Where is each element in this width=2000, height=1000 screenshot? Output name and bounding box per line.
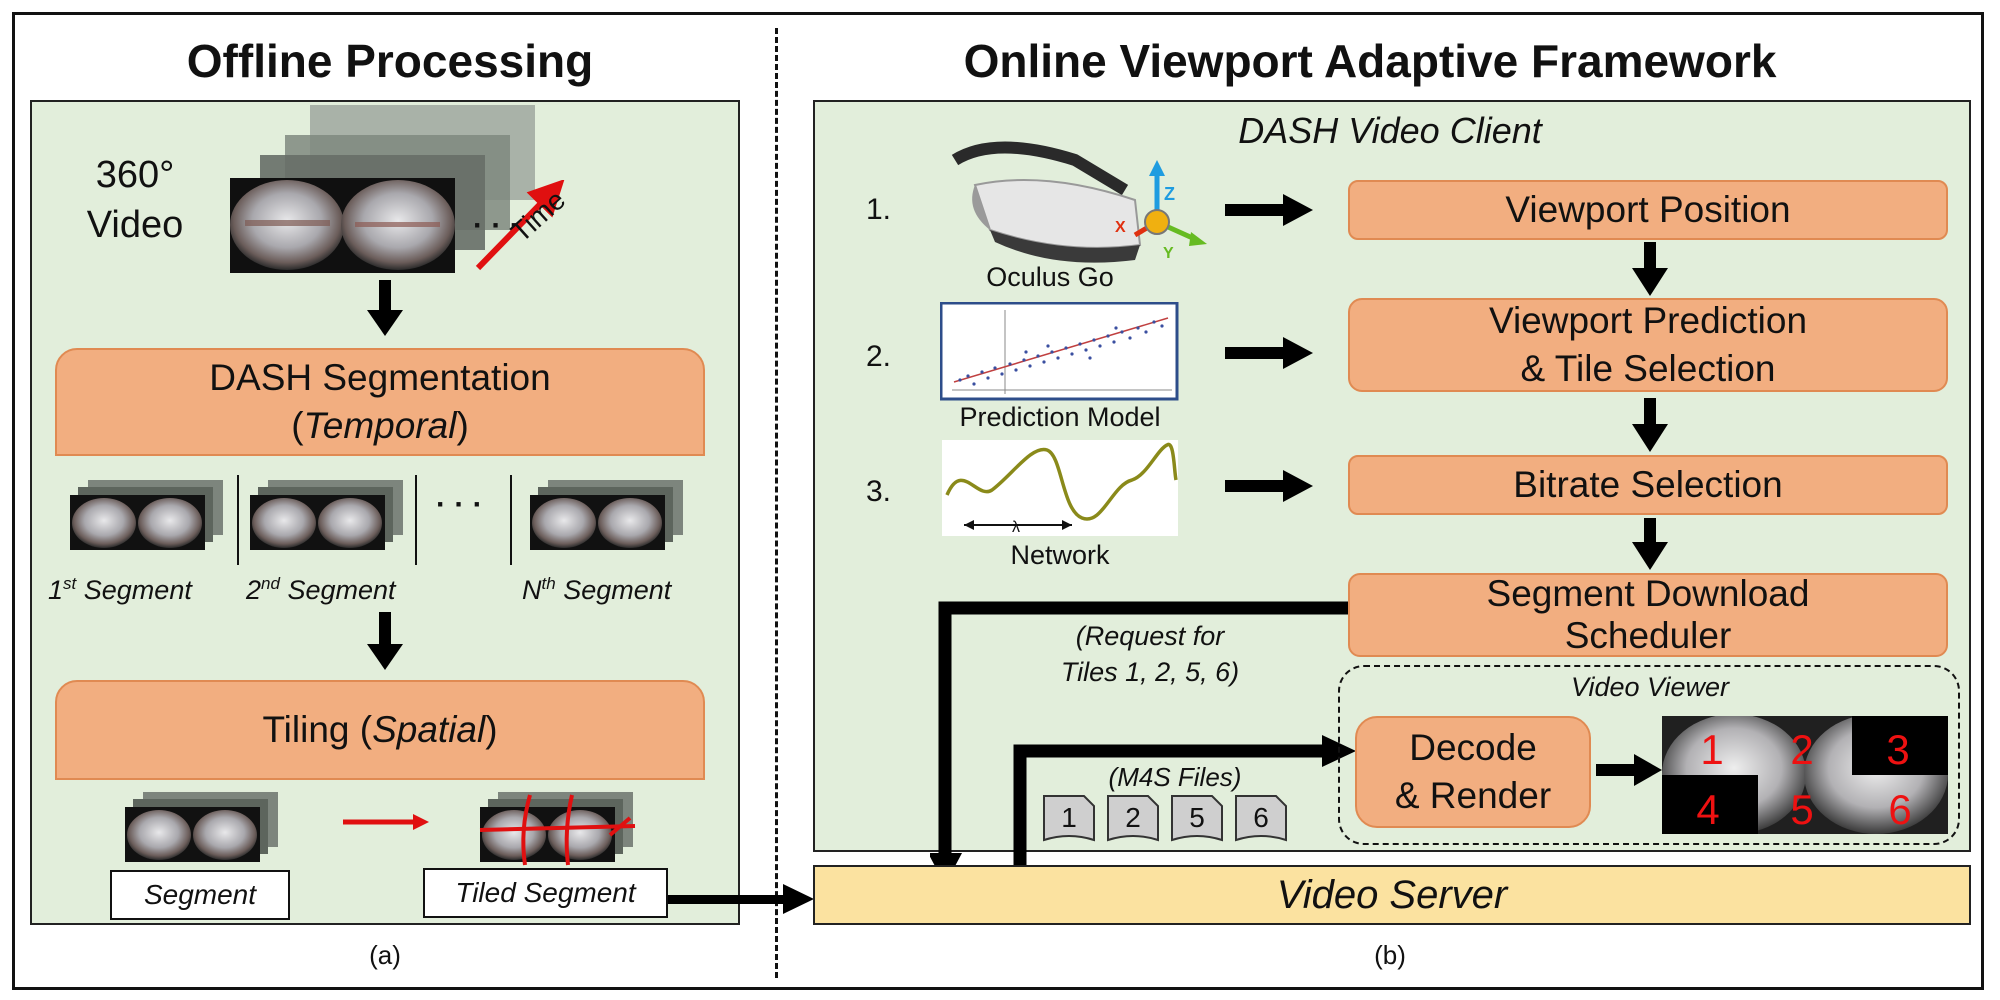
tiled-segment-box: Tiled Segment: [423, 868, 668, 918]
segment-dots: · · ·: [436, 488, 483, 521]
arrow-step2: [1225, 337, 1313, 369]
tiled-segment-thumb: [479, 792, 636, 866]
video-frames-stack: · · ·: [230, 105, 535, 273]
file-icon-5: [1171, 795, 1223, 842]
request-line1: (Request for: [1075, 621, 1225, 651]
axis-x-label: X: [1115, 219, 1126, 236]
bitrate-selection-box: Bitrate Selection: [1348, 455, 1948, 515]
file-label-1: 1: [1061, 802, 1077, 833]
segment-label-1: 1st Segment: [48, 574, 192, 605]
online-title: Online Viewport Adaptive Framework: [963, 35, 1777, 87]
arrow-to-tiles: [1596, 754, 1662, 786]
network-graph: λ: [942, 440, 1178, 536]
viewport-prediction-box: Viewport Prediction & Tile Selection: [1348, 298, 1948, 392]
decode-render-box: Decode & Render: [1355, 716, 1591, 828]
viewport-position-box: Viewport Position: [1348, 180, 1948, 240]
segment-label-n: Nth Segment: [522, 574, 672, 605]
tile-2: 2: [1790, 726, 1813, 773]
axis-y-label: Y: [1163, 245, 1174, 262]
prediction-model-plot: [940, 302, 1179, 401]
arrow-down-b: [1632, 398, 1668, 452]
section-divider: [775, 28, 778, 978]
segment-thumb-single: [125, 792, 278, 862]
axis-z-label: Z: [1164, 184, 1175, 204]
vr-headset-icon: Z X Y: [951, 141, 1207, 263]
segment-box: Segment: [110, 870, 290, 920]
offline-title: Offline Processing: [186, 35, 594, 87]
arrow-down-c: [1632, 518, 1668, 570]
scheduler-line1: Segment Download: [1486, 573, 1810, 614]
file-label-6: 6: [1253, 802, 1269, 833]
file-label-2: 2: [1125, 802, 1141, 833]
dash-seg-line2: (Temporal): [291, 402, 469, 450]
dash-segmentation-box: DASH Segmentation (Temporal): [55, 348, 705, 456]
step-2: 2.: [866, 340, 892, 373]
request-line2: Tiles 1, 2, 5, 6): [1060, 657, 1240, 687]
m4s-label: (M4S Files): [1108, 762, 1242, 792]
prediction-label: Prediction Model: [959, 402, 1161, 432]
step-3: 3.: [866, 475, 892, 508]
tile-5: 5: [1790, 786, 1813, 833]
m4s-files: 1 2 5 6: [1043, 795, 1287, 842]
step-1: 1.: [866, 193, 892, 226]
tile-6: 6: [1888, 786, 1911, 833]
video-viewer-title: Video Viewer: [1570, 672, 1730, 702]
down-arrow-1: [367, 280, 403, 336]
dash-seg-open: (: [291, 405, 304, 446]
video-label-line1: 360°: [95, 154, 175, 196]
arrow-step3: [1225, 470, 1313, 502]
tiling-thumbnails: [125, 792, 636, 866]
request-label: (Request for Tiles 1, 2, 5, 6): [1030, 618, 1270, 690]
down-arrow-2: [367, 612, 403, 670]
video-server-bar: Video Server: [813, 865, 1971, 925]
tiled-to-server-arrow: [668, 884, 814, 914]
oculus-label: Oculus Go: [986, 262, 1114, 292]
time-arrow: [475, 180, 565, 271]
file-label-5: 5: [1189, 802, 1205, 833]
tiling-label: Tiling (Spatial): [262, 709, 498, 750]
caption-a: (a): [369, 940, 401, 970]
file-icon-1: [1043, 795, 1095, 842]
file-icon-6: [1235, 795, 1287, 842]
segment-thumb-2: [250, 480, 403, 550]
dash-seg-italic: Temporal: [303, 405, 457, 446]
network-label: Network: [1010, 540, 1110, 570]
segment-thumb-n: [530, 480, 683, 550]
viewport-prediction-line2: & Tile Selection: [1520, 348, 1776, 389]
decode-line1: Decode: [1409, 727, 1537, 768]
tile-4: 4: [1696, 786, 1719, 833]
dash-seg-line1: DASH Segmentation: [209, 357, 551, 398]
caption-b: (b): [1374, 940, 1406, 970]
segment-thumbnails: [70, 475, 683, 565]
file-icon-2: [1107, 795, 1159, 842]
client-title: DASH Video Client: [1238, 110, 1542, 151]
decode-line2: & Render: [1394, 775, 1552, 816]
scheduler-line2: Scheduler: [1564, 615, 1732, 656]
tile-3: 3: [1886, 726, 1909, 773]
video-label: 360° Video: [70, 150, 200, 250]
video-label-line2: Video: [86, 204, 184, 246]
arrow-down-a: [1632, 242, 1668, 296]
tiled-frame: 1 2 3 4 5 6: [1662, 716, 1948, 834]
tile-1: 1: [1700, 726, 1723, 773]
dash-seg-close: ): [456, 405, 469, 446]
viewport-prediction-line1: Viewport Prediction: [1488, 300, 1808, 341]
segment-label-2: 2nd Segment: [246, 574, 396, 605]
scheduler-box: Segment Download Scheduler: [1348, 573, 1948, 657]
arrow-step1: [1225, 194, 1313, 226]
outer-frame: [12, 12, 1984, 990]
tiling-box: Tiling (Spatial): [55, 680, 705, 780]
lambda-label: λ: [1012, 519, 1020, 536]
segment-thumb-1: [70, 480, 223, 550]
video-viewer-box: [1338, 665, 1960, 845]
